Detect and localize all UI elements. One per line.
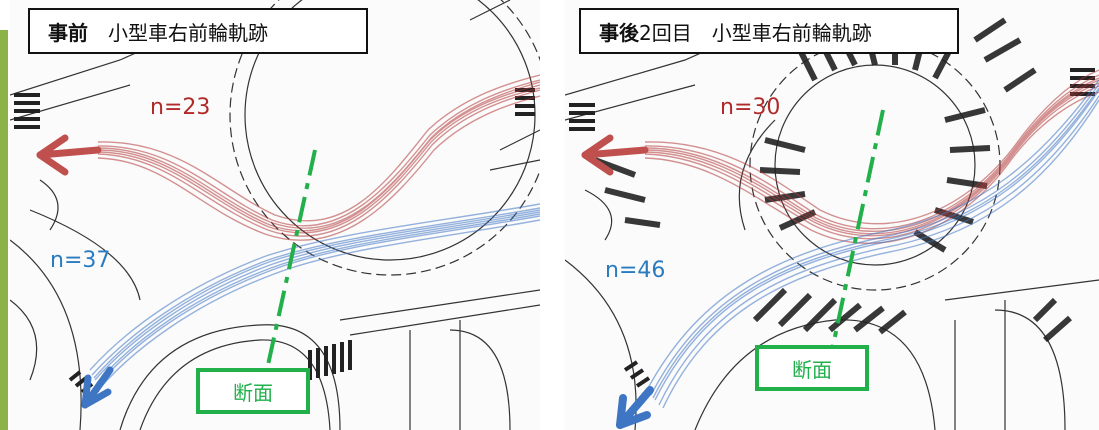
red-count: n=23	[150, 95, 211, 120]
accent-bar	[0, 30, 8, 430]
blue-arrow	[616, 386, 654, 429]
panel-title: 事前 小型車右前輪軌跡	[28, 8, 368, 54]
panel-before: 事前 小型車右前輪軌跡 n=23 n=37 断面	[10, 0, 540, 430]
title-bold: 事前	[48, 20, 88, 45]
blue-trajectories	[89, 203, 540, 389]
title-bold: 事後	[599, 20, 639, 45]
red-trajectories	[97, 74, 540, 241]
section-line	[266, 149, 317, 366]
title-rest: 2回目 小型車右前輪軌跡	[639, 20, 872, 45]
panel-after: 事後 2回目 小型車右前輪軌跡 n=30 n=46 断面	[565, 0, 1099, 430]
map-before	[10, 0, 540, 430]
section-line	[828, 109, 885, 361]
section-label: 断面	[755, 345, 869, 391]
blue-count: n=37	[50, 248, 111, 273]
red-trajectories	[644, 69, 1099, 244]
red-arrow	[36, 134, 102, 176]
blue-trajectories	[646, 79, 1099, 409]
red-count: n=30	[720, 95, 781, 120]
section-label: 断面	[196, 368, 310, 414]
panel-title: 事後 2回目 小型車右前輪軌跡	[579, 8, 959, 54]
red-arrow	[581, 134, 649, 176]
title-rest: 小型車右前輪軌跡	[88, 20, 268, 45]
blue-count: n=46	[605, 258, 666, 283]
blue-arrow	[81, 366, 114, 409]
